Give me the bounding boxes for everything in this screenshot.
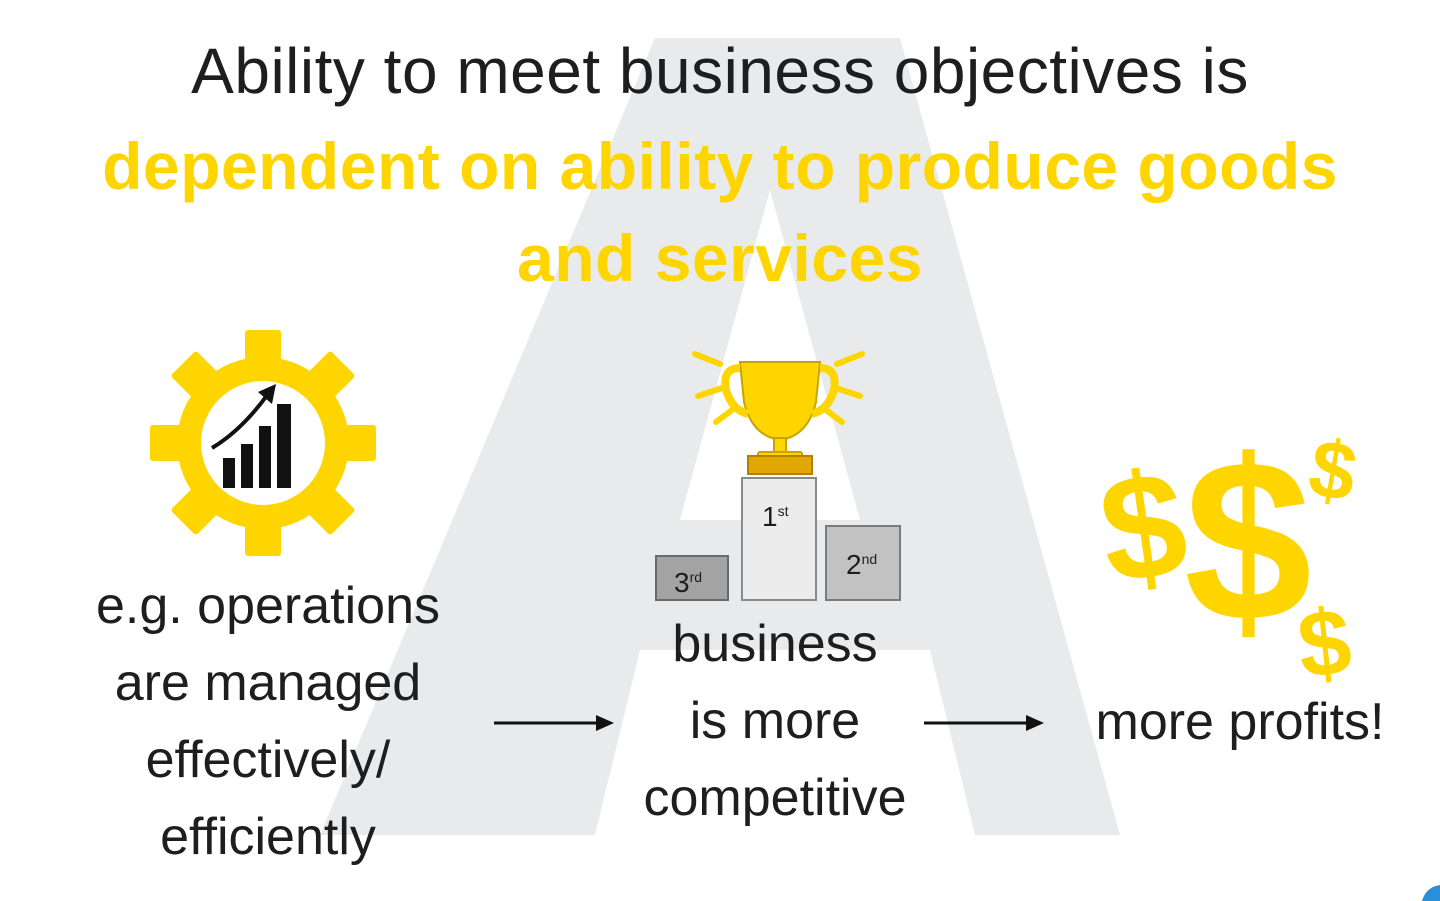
caption-line: are managed [114,654,422,712]
title-line-1: Ability to meet business objectives is [191,35,1249,107]
podium-third-suffix: rd [690,569,702,585]
caption-line: is more [689,692,861,750]
caption-line: competitive [643,769,907,827]
svg-text:1st: 1st [762,501,789,532]
svg-text:$: $ [1293,588,1356,690]
title-line-3: and services [517,221,923,295]
caption-line: more profits! [1095,693,1385,751]
profits-caption: more profits! [1060,684,1420,761]
arrow-right-icon [494,715,614,731]
arrow-right-icon [924,715,1044,731]
podium-first-suffix: st [778,503,789,519]
dollar-signs-icon: $ $ $ $ [1100,420,1363,690]
title-line-2: dependent on ability to produce goods [102,129,1338,203]
podium-second-number: 2 [846,549,862,580]
competitive-caption: business is more competitive [600,606,950,837]
svg-text:$: $ [1184,420,1312,669]
caption-line: effectively/ [145,731,391,789]
operations-caption: e.g. operations are managed effectively/… [40,568,496,876]
podium-first-number: 1 [762,501,778,532]
corner-decoration-icon [1422,885,1440,901]
svg-text:2nd: 2nd [846,549,877,580]
caption-line: e.g. operations [95,577,441,635]
podium-third-number: 3 [674,567,690,598]
svg-text:3rd: 3rd [674,567,702,598]
trophy-podium-icon: 1st 2nd 3rd [655,351,901,601]
caption-line: efficiently [160,808,376,866]
svg-text:$: $ [1100,438,1196,616]
caption-line: business [672,615,878,673]
gear-growth-chart-icon [150,330,376,556]
podium-second-suffix: nd [862,551,878,567]
